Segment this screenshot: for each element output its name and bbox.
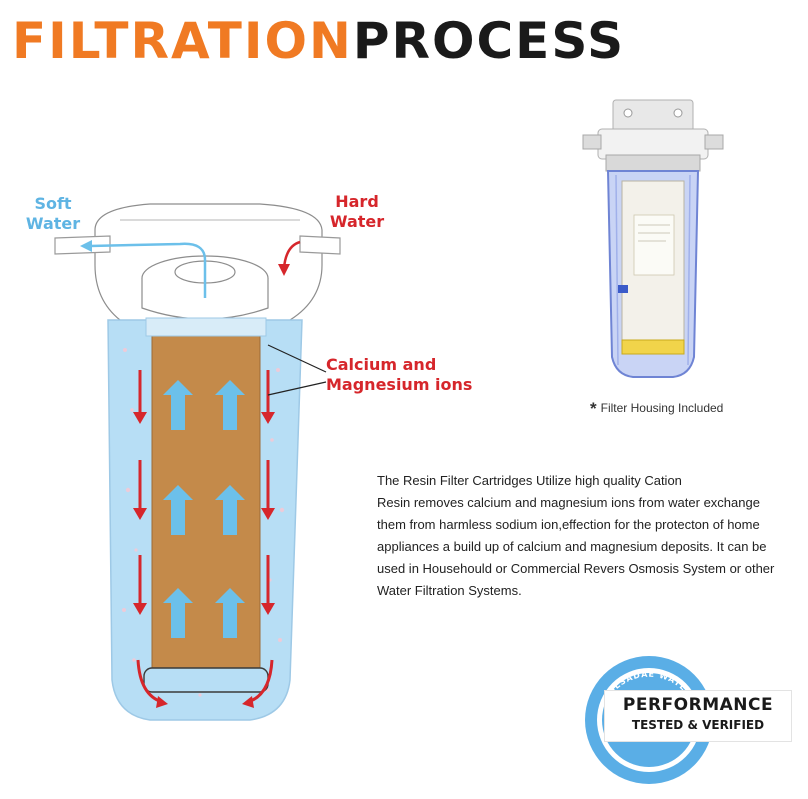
- description-line: The Resin Filter Cartridges Utilize high…: [377, 473, 682, 488]
- seal-banner: PERFORMANCE TESTED & VERIFIED: [604, 690, 792, 742]
- seal-line2: TESTED & VERIFIED: [631, 718, 765, 732]
- title-part-process: PROCESS: [352, 12, 626, 70]
- soft-water-arrow: [89, 242, 207, 298]
- ions-label: Calcium and Magnesium ions: [326, 355, 472, 395]
- description-line: Water Filtration Systems.: [377, 583, 522, 598]
- description-line: Resin removes calcium and magnesium ions…: [377, 495, 760, 510]
- description-line: them from harmless sodium ion,effection …: [377, 517, 760, 532]
- hard-water-label: Hard Water: [326, 192, 388, 232]
- title-part-filtration: FILTRATION: [12, 12, 353, 70]
- seal-line1: PERFORMANCE: [622, 695, 774, 715]
- inlet-pipe: [299, 235, 341, 255]
- caption-star: *: [590, 399, 597, 418]
- description-line: used in Househould or Commercial Revers …: [377, 561, 775, 576]
- soft-flow-arrows: [163, 380, 245, 638]
- hard-water-label-line2: Water: [329, 212, 385, 231]
- ions-label-line1: Calcium and: [326, 355, 437, 374]
- filter-housing-product-image: [582, 99, 724, 378]
- description-line: appliances a build up of calcium and mag…: [377, 539, 767, 554]
- soft-water-label-line1: Soft: [34, 194, 72, 213]
- soft-water-label-line2: Water: [25, 214, 81, 233]
- hard-flow-arrows: [133, 370, 275, 708]
- ions-label-line2: Magnesium ions: [326, 375, 473, 394]
- page-title: FILTRATIONPROCESS: [12, 16, 625, 66]
- resin-cartridge: [151, 334, 261, 681]
- product-caption: *Filter Housing Included: [590, 397, 724, 418]
- hard-water-label-line1: Hard: [335, 192, 379, 211]
- description-text: The Resin Filter Cartridges Utilize high…: [377, 470, 802, 602]
- caption-text: Filter Housing Included: [600, 401, 724, 415]
- filter-housing-diagram: [54, 203, 341, 721]
- soft-water-label: Soft Water: [22, 194, 84, 234]
- performance-seal: FILSADAE WATER PERFORMANCE TESTED & VERI…: [582, 653, 792, 788]
